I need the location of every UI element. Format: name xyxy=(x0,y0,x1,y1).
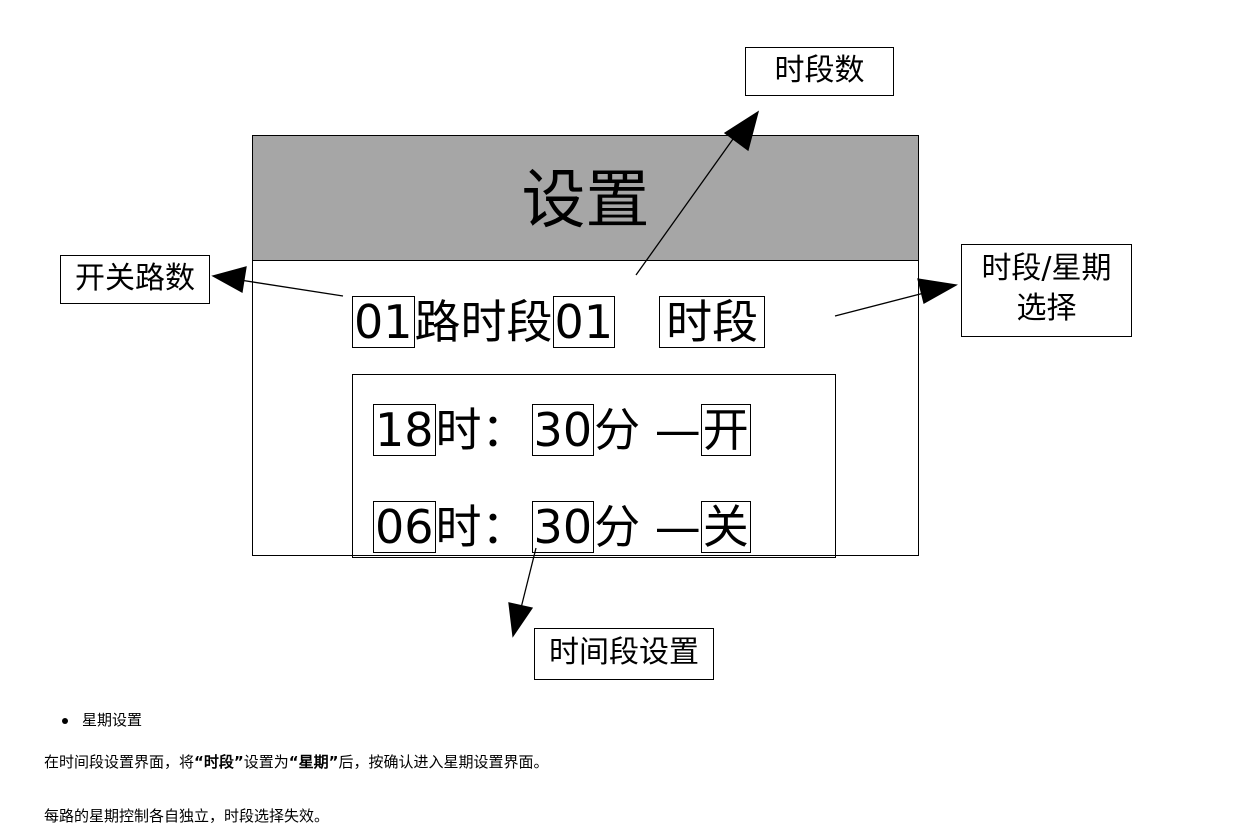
bullet-dot-icon xyxy=(62,717,68,724)
bullet-item-week-settings: 星期设置 xyxy=(62,710,142,730)
paragraph-1: 在时间段设置界面，将“时段”设置为“星期”后，按确认进入星期设置界面。 xyxy=(44,752,548,772)
route-number-box[interactable]: 01 xyxy=(352,294,415,349)
arrow-head-switch-routes xyxy=(211,266,247,294)
time-slot-panel xyxy=(352,374,836,558)
bullet-text: 星期设置 xyxy=(82,711,143,729)
arrows-layer xyxy=(211,110,958,638)
para1-part-d: “星期” xyxy=(288,753,339,771)
slot1-minute-box[interactable]: 30 xyxy=(531,402,595,457)
para1-part-a: 在时间段设置界面，将 xyxy=(44,753,195,771)
route-period-row: 01路时段01 时段 xyxy=(352,290,766,349)
period-number-box[interactable]: 01 xyxy=(552,294,616,349)
arrow-line-time-slot xyxy=(519,547,537,613)
arrow-line-period-count xyxy=(635,131,739,276)
para1-part-e: 后，按确认进入星期设置界面。 xyxy=(338,753,549,771)
slot1-hour-box[interactable]: 18 xyxy=(373,402,436,457)
arrow-line-switch-routes xyxy=(239,279,344,297)
slot2-action-box[interactable]: 关 xyxy=(700,499,751,554)
arrow-line-period-week xyxy=(834,291,929,317)
route-period-label: 路时段 xyxy=(414,294,553,349)
slot2-hour-box[interactable]: 06 xyxy=(373,499,436,554)
slot2-minute-box[interactable]: 30 xyxy=(531,499,595,554)
screen-title: 设置 xyxy=(521,164,650,238)
arrow-head-period-week xyxy=(917,278,958,304)
mode-select-box[interactable]: 时段 xyxy=(659,295,766,348)
arrow-head-period-count xyxy=(723,110,760,152)
slot2-hour-unit: 时： xyxy=(435,499,528,554)
settings-screen: 设置 xyxy=(252,135,919,556)
slot1-hour-unit: 时： xyxy=(435,402,528,457)
para1-part-b: “时段” xyxy=(194,753,244,771)
callout-time-slot-setting: 时间段设置 xyxy=(534,628,714,680)
callout-period-week-line1: 时段/星期 xyxy=(981,251,1112,286)
slot1-action-box[interactable]: 开 xyxy=(700,402,751,457)
time-slot-row-1: 18时：30分 —开 xyxy=(373,398,751,456)
paragraph-2: 每路的星期控制各自独立，时段选择失效。 xyxy=(44,807,330,825)
screen-header: 设置 xyxy=(253,136,918,261)
callout-switch-routes: 开关路数 xyxy=(60,255,210,304)
callout-period-week-select: 时段/星期 选择 xyxy=(961,244,1132,337)
slot1-minute-unit: 分 — xyxy=(594,402,701,457)
para1-part-c: 设置为 xyxy=(243,753,289,771)
callout-period-week-line2: 选择 xyxy=(1016,291,1077,326)
slot2-minute-unit: 分 — xyxy=(594,499,701,554)
time-slot-row-2: 06时：30分 —关 xyxy=(373,495,751,553)
callout-period-count: 时段数 xyxy=(745,47,894,96)
arrow-head-time-slot xyxy=(508,602,534,638)
